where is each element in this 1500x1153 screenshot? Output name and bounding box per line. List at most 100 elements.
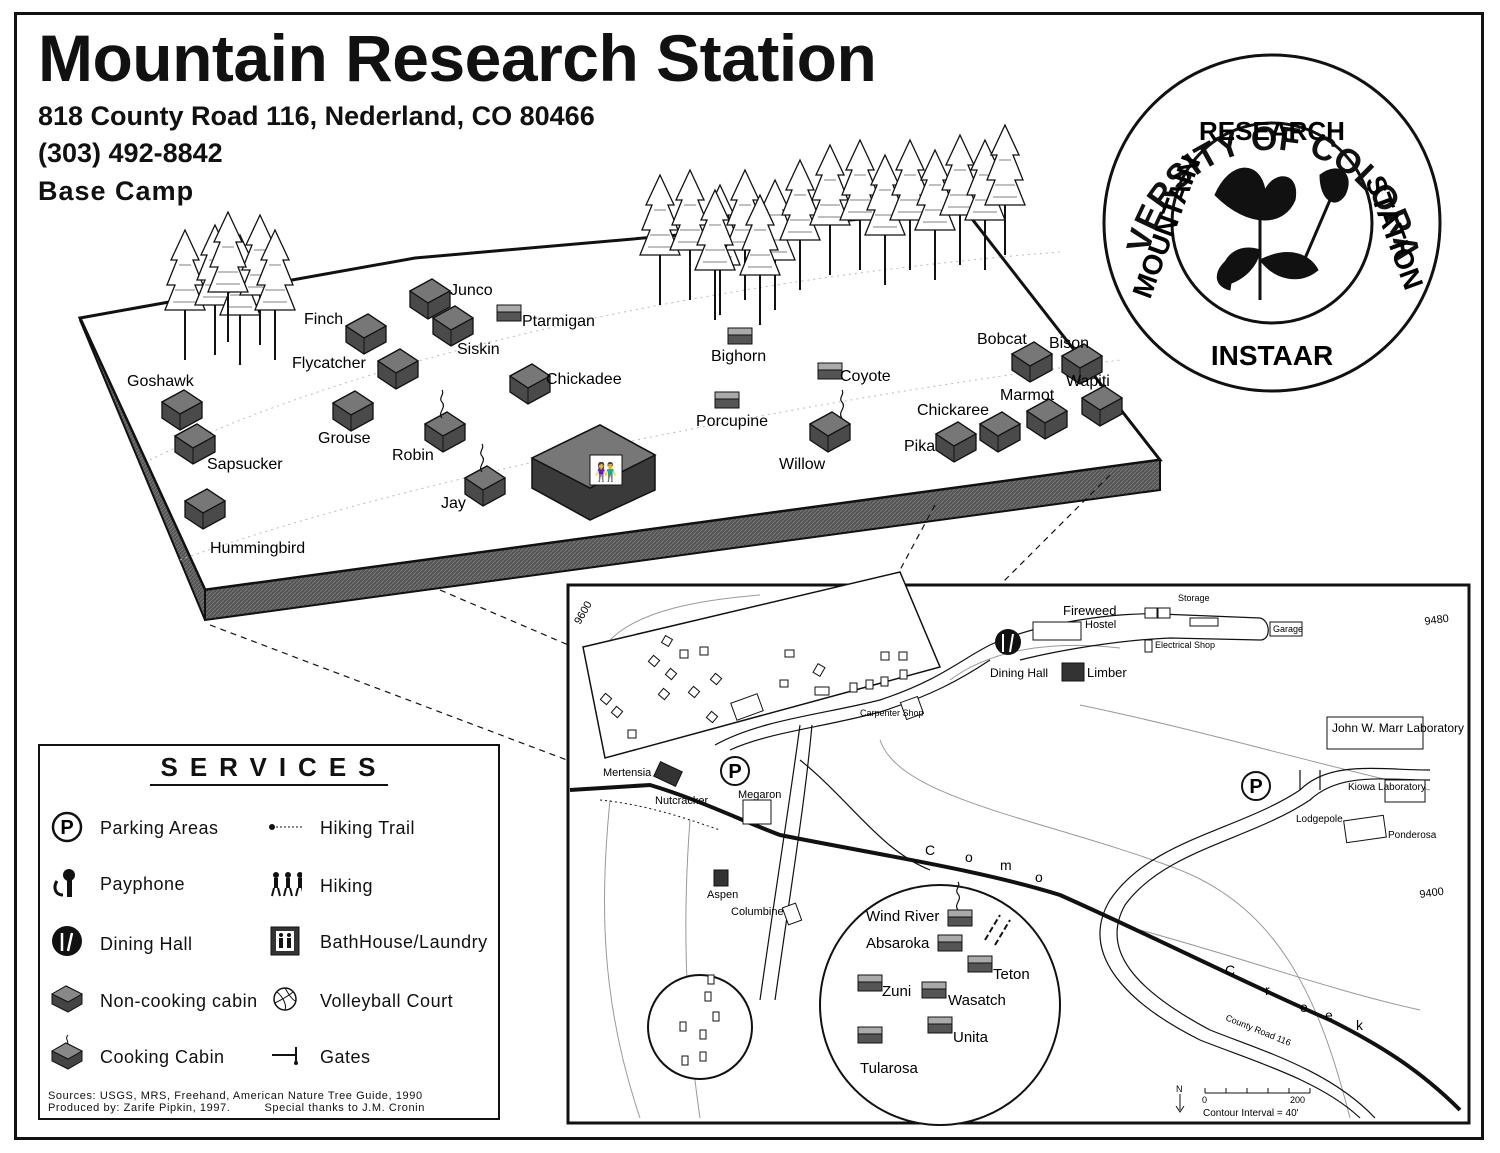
building-label: Megaron — [738, 789, 781, 801]
seal-text-middle: RESEARCH — [1199, 116, 1345, 146]
building-label: Garage — [1273, 624, 1303, 634]
cabin-label: Junco — [450, 282, 493, 299]
services-legend: SERVICES P Parking Areas Hiking Trail Pa… — [38, 744, 500, 1120]
cabin-label: Porcupine — [696, 413, 768, 430]
base-camp-block — [77, 208, 1163, 622]
volleyball-icon — [268, 982, 302, 1016]
cabin-label: Coyote — [840, 368, 891, 385]
legend-label: BathHouse/Laundry — [320, 932, 488, 952]
sources-text: Sources: USGS, MRS, Freehand, American N… — [48, 1089, 423, 1102]
cabin-label: Wind River — [866, 908, 939, 925]
cabin-label: Wapiti — [1066, 373, 1110, 390]
legend-label: Volleyball Court — [320, 991, 454, 1011]
dining-hall-icon — [50, 924, 84, 958]
building-label: John W. Marr Laboratory — [1332, 721, 1464, 735]
phone-number: (303) 492-8842 — [38, 138, 223, 168]
thanks-text: Special thanks to J.M. Cronin — [264, 1102, 425, 1115]
cabin-label: Flycatcher — [292, 355, 366, 372]
building-label: Storage — [1178, 593, 1210, 603]
hiking-icon — [268, 866, 302, 900]
contour-label: 9400 — [1419, 886, 1445, 901]
flower-emblem-icon — [1214, 167, 1349, 300]
building-label: Carpenter Shop — [860, 708, 924, 718]
scale-bar: 0 200 Contour Interval = 40' — [1202, 1088, 1311, 1119]
parking-icon: P — [1241, 771, 1271, 801]
cabin-label: Goshawk — [127, 373, 195, 390]
legend-label: Hiking Trail — [320, 818, 416, 838]
bathhouse-building: 👫 — [530, 424, 657, 521]
building-label: Ponderosa — [1388, 830, 1437, 841]
non-cooking-cabin-icon — [50, 982, 84, 1016]
svg-text:200: 200 — [1290, 1095, 1305, 1105]
legend-label: Cooking Cabin — [100, 1047, 225, 1067]
building-label: Nutcracker — [655, 795, 709, 807]
cabin-label: Bobcat — [977, 331, 1027, 348]
base-camp-labels: Junco Finch Ptarmigan Siskin Flycatcher … — [127, 282, 1110, 557]
legend-label: Dining Hall — [100, 934, 193, 954]
cabin-label: Bighorn — [711, 348, 766, 365]
svg-text:r: r — [1265, 982, 1270, 998]
svg-text:P: P — [1249, 776, 1262, 798]
cabin-label: Teton — [993, 966, 1030, 983]
svg-text:N: N — [1176, 1084, 1183, 1094]
zoom-circle-cabins — [819, 884, 1061, 1126]
svg-text:C: C — [1225, 962, 1235, 978]
address: 818 County Road 116, Nederland, CO 80466 — [38, 101, 595, 131]
svg-text:👫: 👫 — [595, 461, 617, 482]
parking-icon: P — [50, 810, 84, 844]
svg-text:k: k — [1356, 1017, 1364, 1033]
cabin-label: Finch — [304, 311, 343, 328]
building-label: Electrical Shop — [1155, 640, 1215, 650]
svg-text:e: e — [1325, 1007, 1333, 1023]
cabin-label: Tularosa — [860, 1060, 918, 1077]
cabin-label: Chickadee — [546, 371, 622, 388]
cabin-label: Wasatch — [948, 992, 1006, 1009]
legend-label: Hiking — [320, 876, 374, 896]
building-label: Columbine — [731, 906, 784, 918]
map-frame — [14, 12, 1484, 1140]
site-map-labels: 9600 9480 9400 Fireweed Hostel Storage G… — [572, 593, 1464, 1119]
produced-by-text: Produced by: Zarife Pipkin, 1997. — [48, 1102, 231, 1115]
building-label: Mertensia — [603, 767, 652, 779]
creek-label: C o m o C r e e k — [925, 842, 1364, 1033]
parking-icon: P — [720, 756, 750, 786]
svg-text:o: o — [965, 849, 973, 865]
svg-text:P: P — [728, 761, 741, 783]
legend-label: Non-cooking cabin — [100, 991, 258, 1011]
cooking-cabin-icon — [50, 1034, 84, 1070]
cabin-label: Willow — [779, 456, 826, 473]
svg-text:0: 0 — [1202, 1095, 1207, 1105]
building-label: Aspen — [707, 889, 738, 901]
svg-text:e: e — [1300, 999, 1308, 1015]
site-map: P P — [566, 571, 1471, 1126]
svg-text:C: C — [925, 842, 935, 858]
map-subtitle: Base Camp — [38, 176, 195, 206]
contour-label: 9480 — [1424, 613, 1450, 628]
svg-text:P: P — [60, 817, 73, 839]
building-label: Dining Hall — [990, 666, 1048, 680]
source-credits: Sources: USGS, MRS, Freehand, American N… — [48, 1090, 425, 1115]
cabin-label: Sapsucker — [207, 456, 283, 473]
building-label: Hostel — [1085, 619, 1116, 631]
cabin-label: Robin — [392, 447, 434, 464]
cabin-label: Hummingbird — [210, 540, 305, 557]
cabin-label: Zuni — [882, 983, 911, 1000]
svg-text:m: m — [1000, 857, 1012, 873]
cabin-label: Marmot — [1000, 387, 1055, 404]
hiking-trail-icon — [268, 810, 302, 844]
north-arrow-icon: N — [1175, 1084, 1185, 1113]
building-label: Limber — [1087, 665, 1127, 680]
base-camp-cabins: 👫 — [161, 278, 1123, 530]
cabin-label: Siskin — [457, 341, 500, 358]
dining-hall-icon — [995, 629, 1021, 655]
seal-text-bottom: INSTAAR — [1211, 340, 1333, 371]
svg-text:o: o — [1035, 869, 1043, 885]
cabin-label: Ptarmigan — [522, 313, 595, 330]
services-title: SERVICES — [150, 752, 388, 786]
legend-label: Payphone — [100, 874, 186, 894]
bathhouse-icon — [268, 924, 302, 958]
legend-label: Parking Areas — [100, 818, 219, 838]
payphone-icon — [50, 866, 84, 900]
cabin-label: Jay — [441, 495, 466, 512]
